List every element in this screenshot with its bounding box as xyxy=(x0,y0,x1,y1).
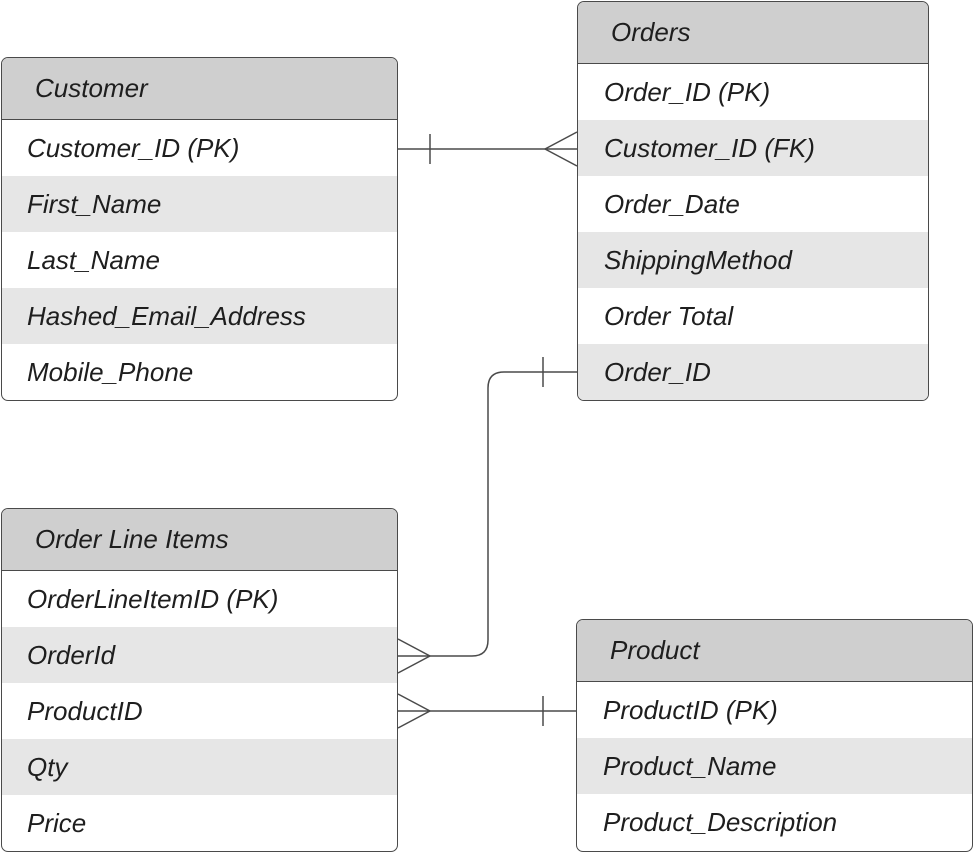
entity-title: Product xyxy=(577,620,972,682)
field-row: Order_Date xyxy=(604,188,740,219)
field-row: First_Name xyxy=(2,176,397,232)
many-marker-orders-bottom xyxy=(544,148,578,167)
field-row: Customer_ID (PK) xyxy=(27,132,240,163)
many-marker-orders-top xyxy=(544,131,578,150)
entity-orders[interactable]: Orders Order_ID (PK) Customer_ID (FK) Or… xyxy=(577,1,929,401)
entity-title: Order Line Items xyxy=(2,509,397,571)
field-row: OrderId xyxy=(2,627,397,683)
field-row: OrderLineItemID (PK) xyxy=(27,583,279,614)
field-row: Product_Name xyxy=(577,738,972,794)
field-row: Mobile_Phone xyxy=(27,356,194,387)
field-row: Price xyxy=(27,807,87,838)
entity-title: Customer xyxy=(2,58,397,120)
field-row: Order_ID xyxy=(578,344,928,400)
many-marker-productid-top xyxy=(397,693,431,712)
field-row: Last_Name xyxy=(27,244,160,275)
entity-title: Orders xyxy=(578,2,928,64)
field-row: Product_Description xyxy=(603,806,838,837)
field-row: Order Total xyxy=(604,300,734,331)
field-row: Hashed_Email_Address xyxy=(2,288,397,344)
connector-product-orderlineitems xyxy=(397,693,576,729)
field-row: ProductID (PK) xyxy=(603,694,778,725)
entity-product[interactable]: Product ProductID (PK) Product_Name Prod… xyxy=(576,619,973,852)
many-marker-orderid-bottom xyxy=(397,655,431,674)
connector-customer-orders xyxy=(398,131,578,167)
field-row: Order_ID (PK) xyxy=(604,76,771,107)
connector-orders-orderlineitems xyxy=(397,357,577,674)
many-marker-productid-bottom xyxy=(397,710,431,729)
entity-order-line-items[interactable]: Order Line Items OrderLineItemID (PK) Or… xyxy=(1,508,398,852)
field-row: Customer_ID (FK) xyxy=(578,120,928,176)
entity-customer[interactable]: Customer Customer_ID (PK) First_Name Las… xyxy=(1,57,398,401)
many-marker-orderid-top xyxy=(397,638,431,657)
field-row: ProductID xyxy=(27,695,143,726)
field-row: Qty xyxy=(2,739,397,795)
field-row: ShippingMethod xyxy=(578,232,928,288)
